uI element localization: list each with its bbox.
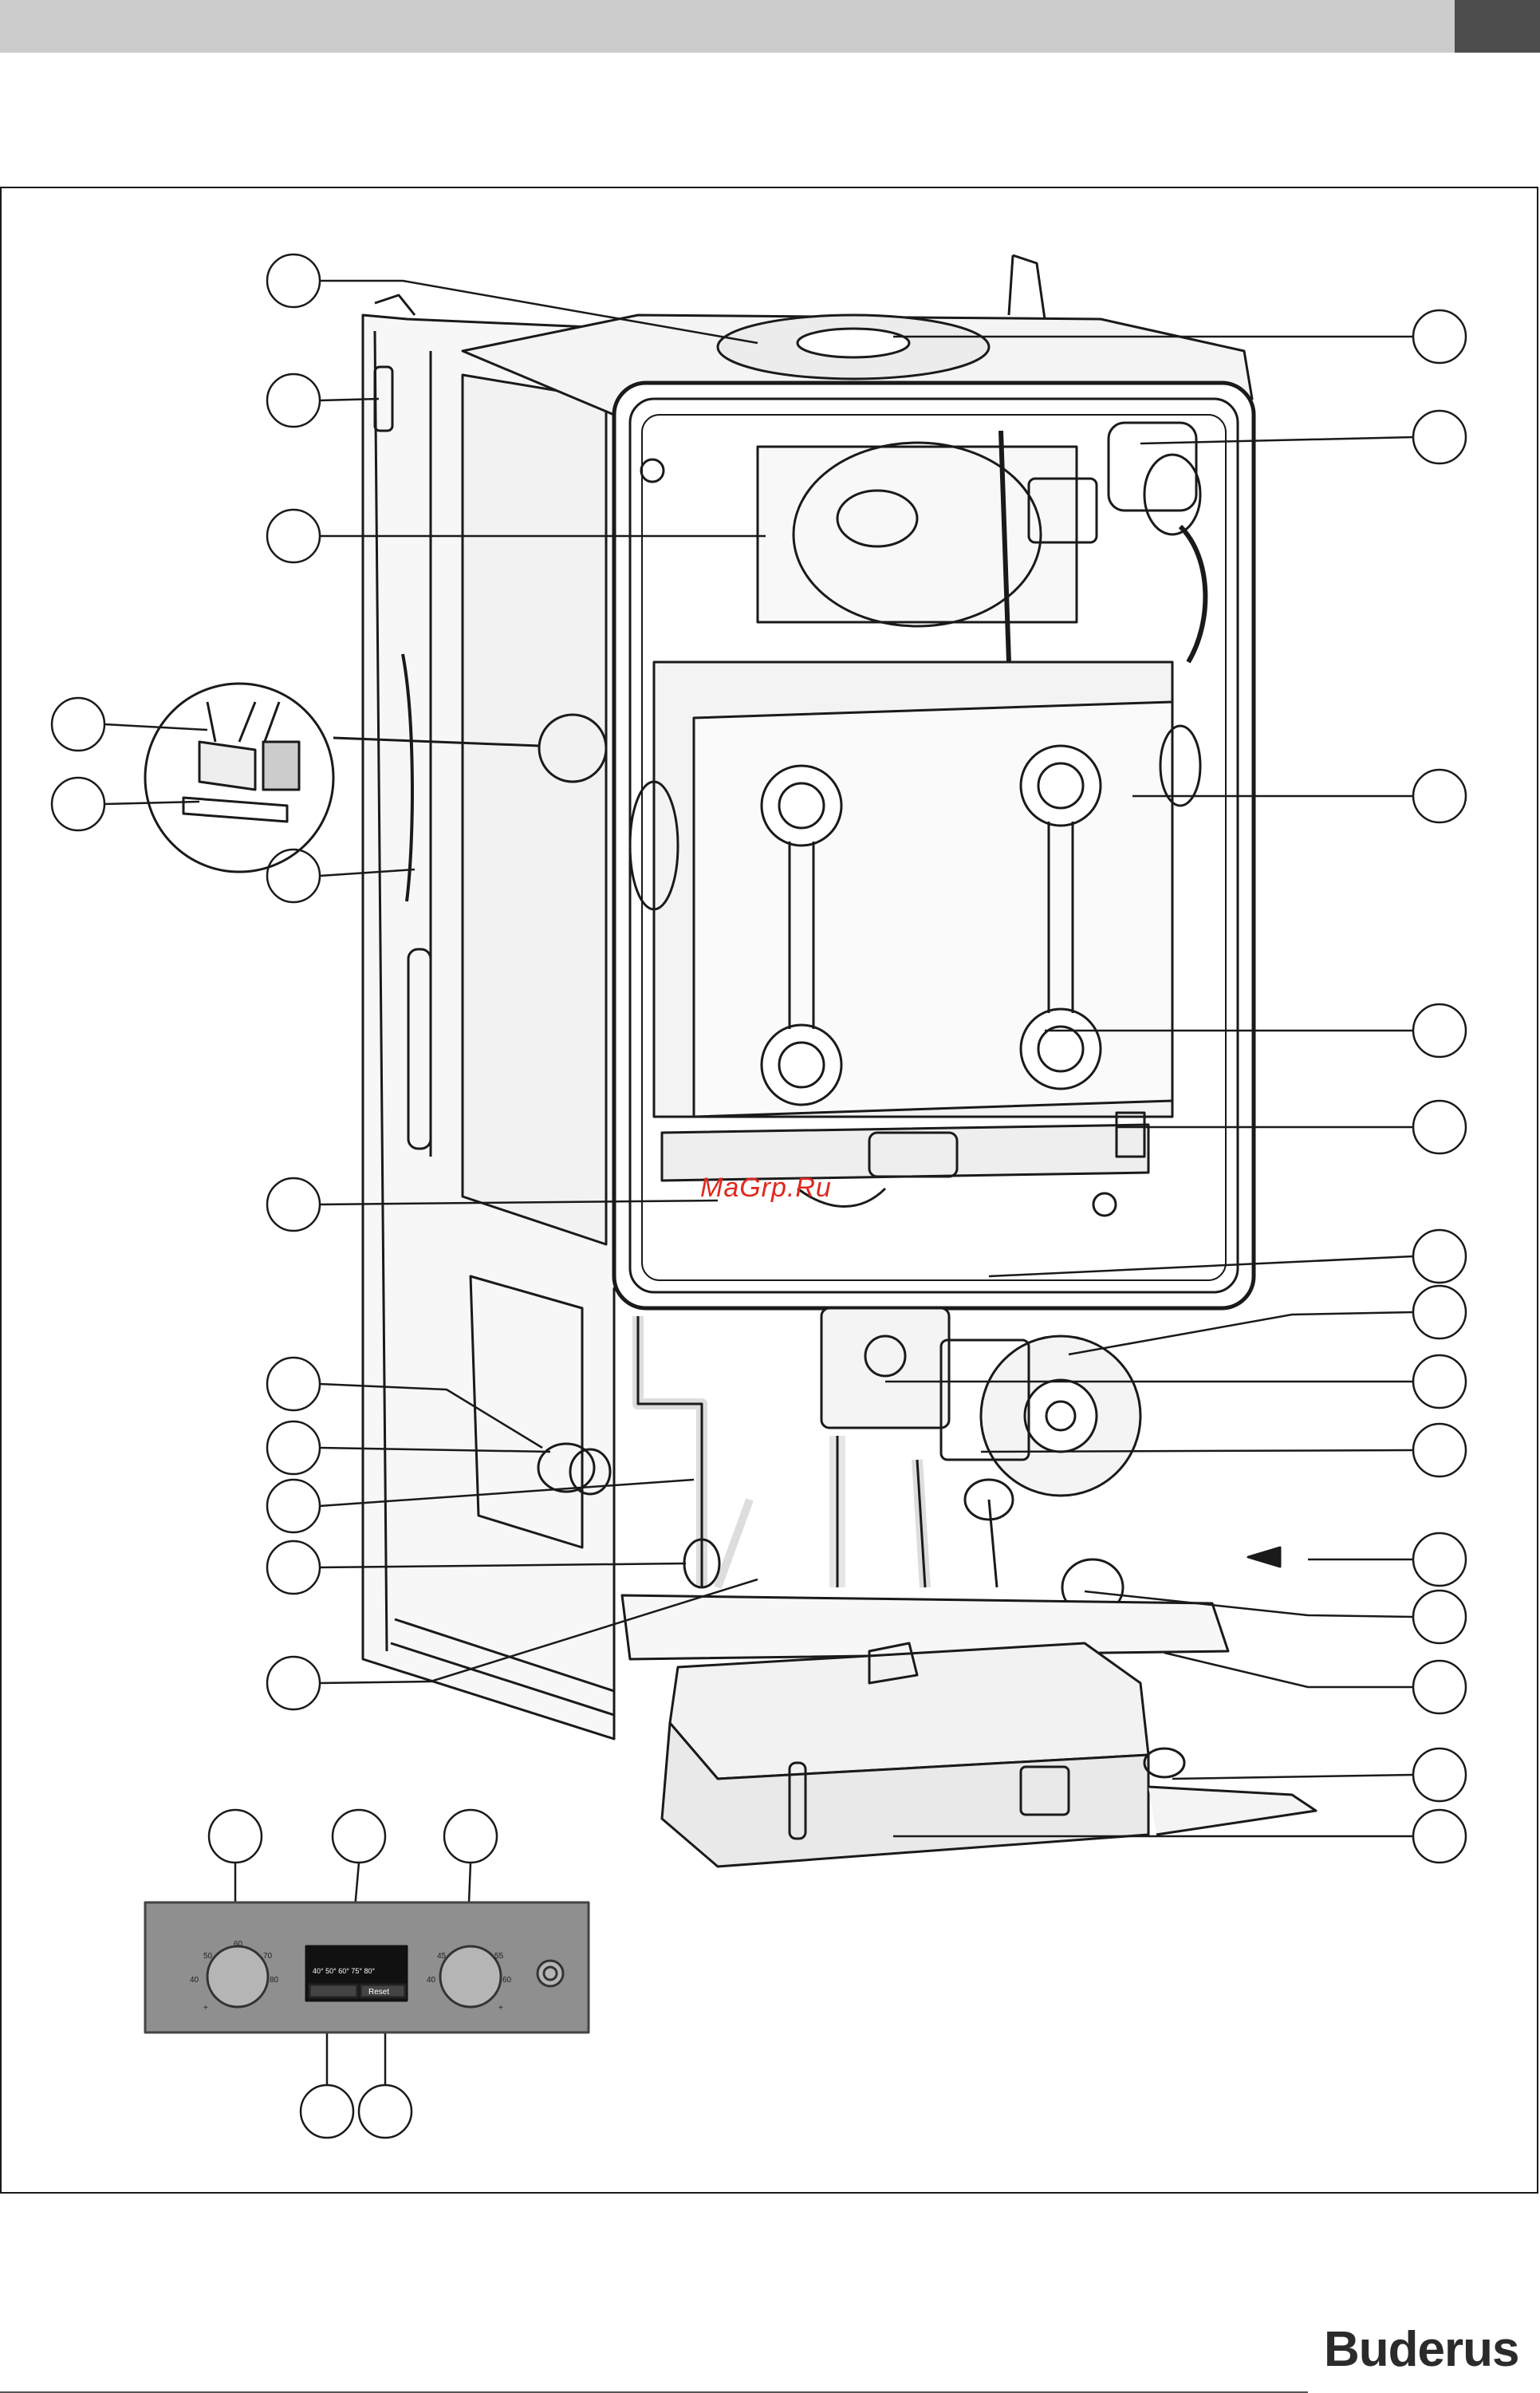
- display-temperature-scale: 40° 50° 60° 75° 80°: [313, 1967, 375, 1975]
- reset-label: Reset: [368, 1988, 389, 1997]
- header-bar: [0, 0, 1540, 53]
- left-dial-tick-60: 60: [234, 1940, 243, 1949]
- right-dial-tick-55: 55: [494, 1952, 504, 1961]
- callouts: [50, 253, 1467, 2139]
- pump: [939, 1334, 1142, 1497]
- right-dial-plus: +: [498, 2004, 503, 2013]
- right-dial-tick-40: 40: [427, 1976, 436, 1985]
- left-dial-tick-80: 80: [270, 1976, 279, 1985]
- footer-rule: [0, 2391, 1308, 2393]
- detail-inset: [144, 682, 608, 873]
- header-bar-grey: [0, 0, 1455, 53]
- arrow-marker: [1247, 1546, 1282, 1568]
- right-dial-tick-45: 45: [437, 1952, 447, 1961]
- header-bar-accent: [1455, 0, 1540, 53]
- watermark-text: MaGrp.Ru: [700, 1173, 832, 1203]
- left-dial-tick-70: 70: [263, 1952, 273, 1961]
- side-chassis: [361, 294, 656, 1741]
- heat-exchanger: [628, 660, 1202, 1118]
- left-dial-tick-40: 40: [190, 1976, 199, 1985]
- brand-logo: Buderus: [1324, 2322, 1519, 2377]
- burner-bar: [660, 1111, 1150, 1208]
- gas-valve: [820, 1307, 951, 1587]
- control-housing: [660, 1642, 1317, 1868]
- left-dial-tick-50: 50: [203, 1952, 213, 1961]
- left-dial-plus: +: [203, 2004, 208, 2013]
- control-panel: [144, 1901, 590, 2034]
- figure-frame: [0, 187, 1538, 2194]
- right-dial-tick-60: 60: [502, 1976, 512, 1985]
